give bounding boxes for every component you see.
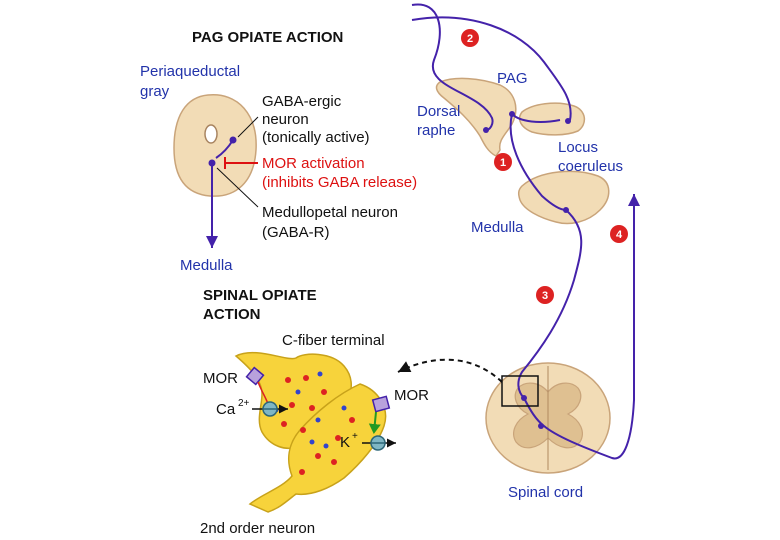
pag-section — [173, 94, 257, 197]
fiber-2 — [411, 3, 494, 131]
locus-coeruleus-tissue — [518, 102, 586, 136]
pag-tissue — [435, 77, 517, 157]
gaba-label-3: (tonically active) — [262, 129, 370, 146]
synapse-dot — [565, 118, 571, 124]
mor-receptor-left — [245, 366, 265, 386]
mor-right-label: MOR — [394, 387, 429, 404]
medullopetal-label-2: (GABA-R) — [262, 224, 330, 241]
marker-3-text: 3 — [542, 290, 548, 302]
marker-4 — [610, 225, 628, 243]
ca-superscript: 2+ — [238, 398, 250, 409]
medullopetal-leader — [216, 167, 259, 208]
marker-4-text: 4 — [616, 229, 623, 241]
pag-label: PAG — [497, 70, 528, 87]
fiber-3 — [517, 209, 583, 399]
gaba-label-1: GABA-ergic — [262, 93, 342, 110]
mor-left-label: MOR — [203, 370, 238, 387]
vesicles — [273, 371, 355, 475]
marker-3 — [536, 286, 554, 304]
medullopetal-label-1: Medullopetal neuron — [262, 204, 398, 221]
c-fiber-label: C-fiber terminal — [282, 332, 385, 349]
marker-2 — [461, 29, 479, 47]
fiber-2b — [411, 16, 572, 121]
k-superscript: + — [352, 431, 358, 442]
marker-2-text: 2 — [467, 33, 473, 45]
second-order-label: 2nd order neuron — [200, 520, 315, 537]
second-order-terminal — [248, 383, 387, 513]
synapse-dot — [538, 423, 544, 429]
pag-region-label-1: Periaqueductal — [140, 63, 240, 80]
synapse-dot — [521, 395, 527, 401]
pag-region-label-2: gray — [140, 83, 170, 100]
zoom-box — [501, 375, 539, 407]
ca-label: Ca — [216, 401, 236, 418]
medulla-tissue — [517, 170, 610, 225]
fiber-spinal-inner — [523, 194, 640, 460]
synapse-dot — [509, 111, 515, 117]
aqueduct — [204, 124, 218, 144]
callout-arrow — [397, 358, 503, 383]
synapse-dot — [563, 207, 569, 213]
fiber-1 — [509, 113, 567, 211]
dorsal-raphe-label-1: Dorsal — [417, 103, 460, 120]
synapse-dot — [483, 127, 489, 133]
gaba-axon — [215, 139, 234, 159]
dorsal-raphe-label-2: raphe — [417, 122, 455, 139]
gaba-leader — [237, 116, 259, 138]
marker-1-text: 1 — [500, 157, 506, 169]
pag-medulla-label: Medulla — [180, 257, 233, 274]
gaba-label-2: neuron — [262, 111, 309, 128]
mor-right-link — [368, 411, 381, 434]
pag-title: PAG OPIATE ACTION — [192, 29, 343, 46]
mor-receptor-right — [371, 395, 391, 413]
locus-coeruleus-label-1: Locus — [558, 139, 598, 156]
spinal-cord-label: Spinal cord — [508, 484, 583, 501]
spinal-title-1: SPINAL OPIATE — [203, 287, 317, 304]
medulla-label: Medulla — [471, 219, 524, 236]
mor-activation-label-1: MOR activation — [262, 155, 365, 172]
spinal-title-2: ACTION — [203, 306, 261, 323]
locus-coeruleus-label-2: coeruleus — [558, 158, 623, 175]
k-label: K — [340, 434, 350, 451]
marker-1 — [494, 153, 512, 171]
mor-activation-label-2: (inhibits GABA release) — [262, 174, 417, 191]
